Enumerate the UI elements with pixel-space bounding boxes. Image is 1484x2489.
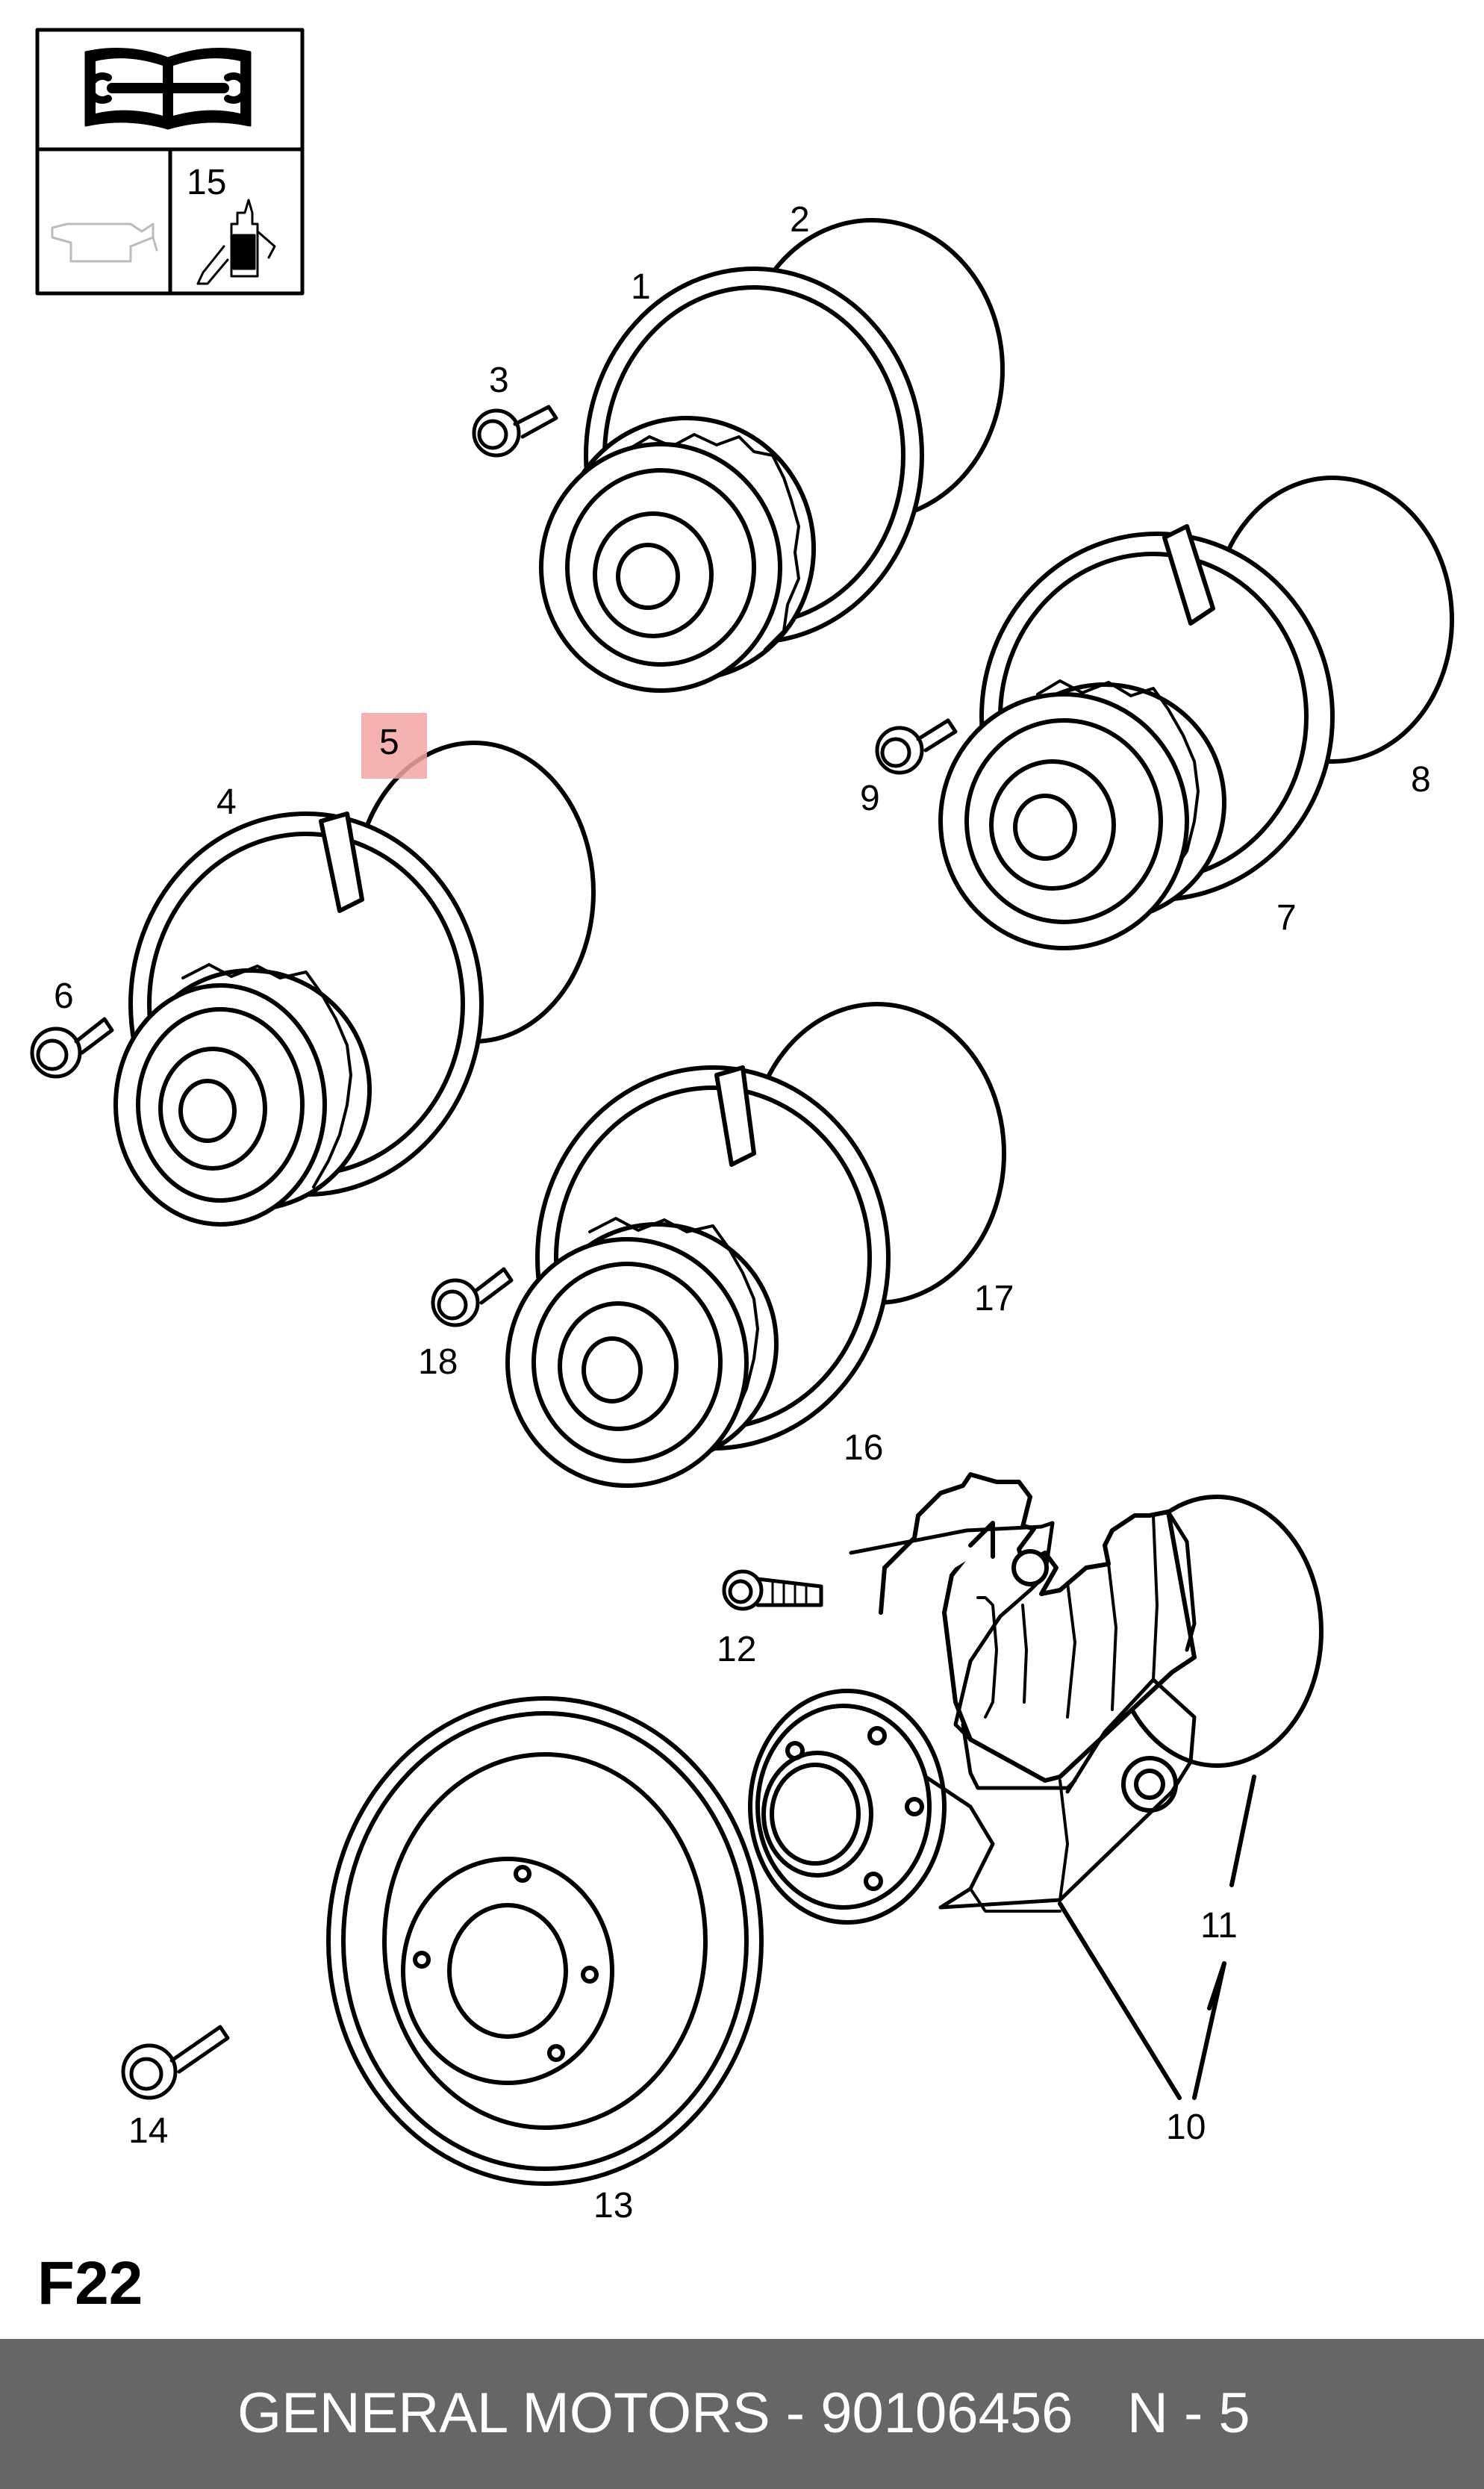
bolt-18 (431, 1267, 514, 1327)
footer-page-number: N - 5 (1127, 2381, 1250, 2445)
water-pump-housing (722, 1472, 1324, 2100)
bolt-6 (30, 1017, 114, 1079)
callout-18: 18 (418, 1342, 458, 1382)
callout-5: 5 (379, 723, 399, 762)
pulley-13 (326, 1696, 764, 2186)
callout-4: 4 (216, 782, 237, 822)
callout-16: 16 (844, 1428, 883, 1468)
plate-code: F22 (37, 2249, 143, 2317)
callout-2: 2 (790, 200, 810, 240)
water-pump-assembly-3 (30, 741, 596, 1227)
callout-13: 13 (593, 2186, 633, 2225)
bolt-14 (121, 2025, 230, 2100)
footer-bar: GENERAL MOTORS - 90106456 N - 5 (0, 2339, 1484, 2489)
bolt-9 (875, 718, 958, 775)
callout-1: 1 (631, 267, 651, 307)
callout-11: 11 (1200, 1906, 1238, 1946)
callout-10: 10 (1166, 2108, 1206, 2147)
bolt-12 (722, 1569, 823, 1611)
water-pump-assembly-1 (472, 218, 1005, 693)
bolt-3 (472, 405, 558, 458)
legend-box: 15 (35, 28, 305, 296)
oil-can-icon (51, 222, 158, 263)
callout-17: 17 (974, 1279, 1014, 1318)
water-pump-assembly-4 (431, 1002, 1006, 1488)
callout-5-highlight (361, 713, 427, 779)
exploded-parts-diagram: 15 (30, 28, 1454, 2225)
service-manual-icon (84, 48, 252, 130)
callout-6: 6 (54, 976, 74, 1016)
callout-8: 8 (1411, 760, 1431, 800)
callout-15: 15 (187, 163, 226, 202)
callout-7: 7 (1276, 898, 1297, 938)
footer-brand-part-number: GENERAL MOTORS - 90106456 (237, 2381, 1073, 2445)
callout-9: 9 (860, 779, 880, 818)
callout-3: 3 (489, 361, 509, 400)
water-pump-assembly-2 (875, 476, 1454, 950)
callout-12: 12 (717, 1630, 756, 1669)
callout-14: 14 (128, 2111, 168, 2151)
sealant-bottle-icon (196, 199, 276, 285)
